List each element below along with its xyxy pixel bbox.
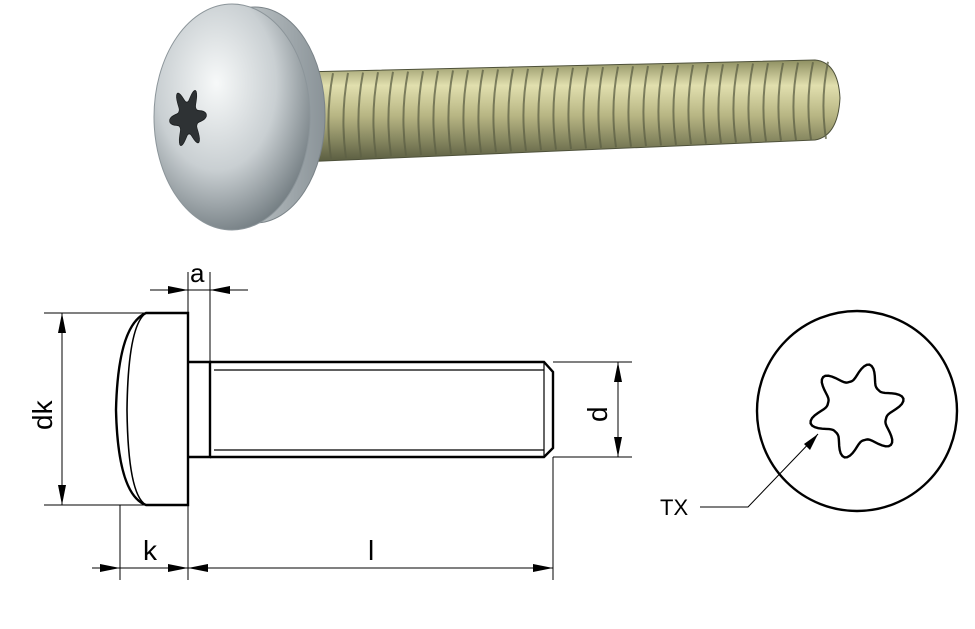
torx-recess-outline — [809, 363, 905, 459]
screw-head — [153, 3, 311, 231]
torx-recess-photo — [169, 90, 207, 146]
head-outline — [114, 311, 190, 507]
shank-outline — [188, 360, 212, 459]
top-view-drawing: TX — [660, 309, 959, 520]
dim-label-l: l — [368, 535, 374, 566]
dim-label-d: d — [582, 406, 613, 422]
side-view-drawing — [44, 272, 632, 580]
head-top-circle — [755, 309, 959, 513]
dim-label-dk: dk — [27, 399, 58, 430]
screw-thread — [299, 59, 841, 163]
shank-body — [210, 360, 555, 459]
dim-label-a: a — [190, 258, 205, 288]
tx-leader-line — [700, 433, 819, 508]
screw-photo — [153, 3, 841, 231]
head-dome-line — [126, 312, 147, 506]
tx-label: TX — [660, 495, 688, 520]
thread-root-lines — [214, 369, 544, 451]
dim-label-k: k — [143, 535, 158, 566]
